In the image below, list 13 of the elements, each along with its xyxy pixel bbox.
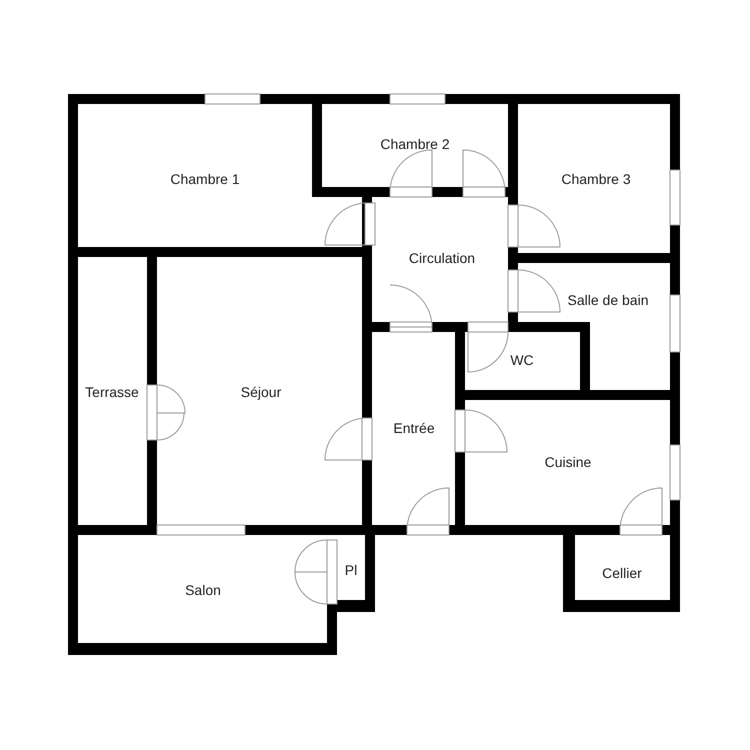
room-name: WC [510, 352, 534, 368]
room-name: Cuisine [544, 454, 592, 470]
room-name: Terrasse [85, 384, 139, 400]
room-name: Chambre 3 [561, 171, 631, 187]
room-name: Pl [344, 562, 358, 578]
room-name: Cellier [602, 565, 642, 581]
room-name: Séjour [240, 384, 282, 400]
room-name: Entrée [393, 420, 435, 436]
room-name: Salon [185, 582, 221, 598]
room-name: Salle de bain [568, 292, 648, 308]
room-name: Circulation [408, 250, 476, 266]
room-name: Chambre 1 [170, 171, 240, 187]
room-name: Chambre 2 [380, 136, 450, 152]
